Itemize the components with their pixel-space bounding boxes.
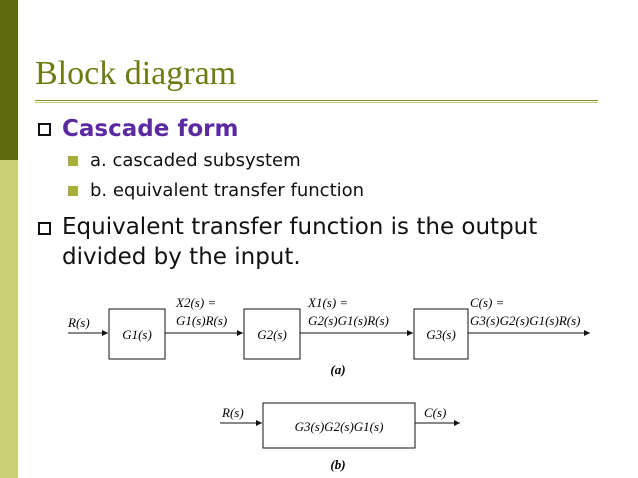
block-g1-label: G1(s)	[122, 327, 152, 342]
bullet-1-icon	[38, 123, 51, 136]
signal-x2-line2: G1(s)R(s)	[176, 313, 227, 328]
bullet-1-text: Cascade form	[62, 116, 239, 142]
signal-c-line2: G3(s)G2(s)G1(s)R(s)	[470, 313, 580, 328]
input-label-a: R(s)	[67, 315, 90, 330]
caption-b: (b)	[330, 457, 345, 472]
sub-bullet-1-text: a. cascaded subsystem	[90, 150, 301, 171]
sub-bullet-2-icon	[68, 186, 78, 196]
sub-bullet-1-icon	[68, 156, 78, 166]
cascade-diagram-b: R(s) G3(s)G2(s)G1(s) C(s) (b)	[220, 402, 460, 472]
caption-a: (a)	[330, 362, 345, 377]
equivalent-block-label: G3(s)G2(s)G1(s)	[295, 419, 384, 434]
bullet-2-icon	[38, 222, 51, 235]
signal-c-line1: C(s) =	[470, 295, 504, 310]
equivalent-block	[262, 402, 416, 449]
block-g2	[243, 308, 301, 360]
side-bar-dark	[0, 0, 18, 160]
sub-bullet-2-text: b. equivalent transfer function	[90, 180, 365, 201]
block-g3-label: G3(s)	[426, 327, 456, 342]
signal-x1-line2: G2(s)G1(s)R(s)	[308, 313, 389, 328]
block-g3	[413, 308, 469, 360]
cascade-diagram-a: R(s) G1(s) X2(s) = G1(s)R(s) G2(s) X1(s)…	[67, 295, 590, 377]
bullet-2-text-line-2: divided by the input.	[62, 244, 301, 270]
signal-x2-line1: X2(s) =	[175, 295, 216, 310]
block-g2-label: G2(s)	[257, 327, 287, 342]
title-rule-shadow	[35, 102, 598, 103]
slide-title: Block diagram	[35, 55, 237, 92]
input-label-b: R(s)	[221, 405, 244, 420]
side-bar-light	[0, 160, 18, 478]
bullet-2-text-line-1: Equivalent transfer function is the outp…	[62, 214, 538, 240]
block-g1	[108, 308, 166, 360]
signal-x1-line1: X1(s) =	[307, 295, 348, 310]
output-label-b: C(s)	[424, 405, 446, 420]
title-rule	[35, 100, 598, 101]
